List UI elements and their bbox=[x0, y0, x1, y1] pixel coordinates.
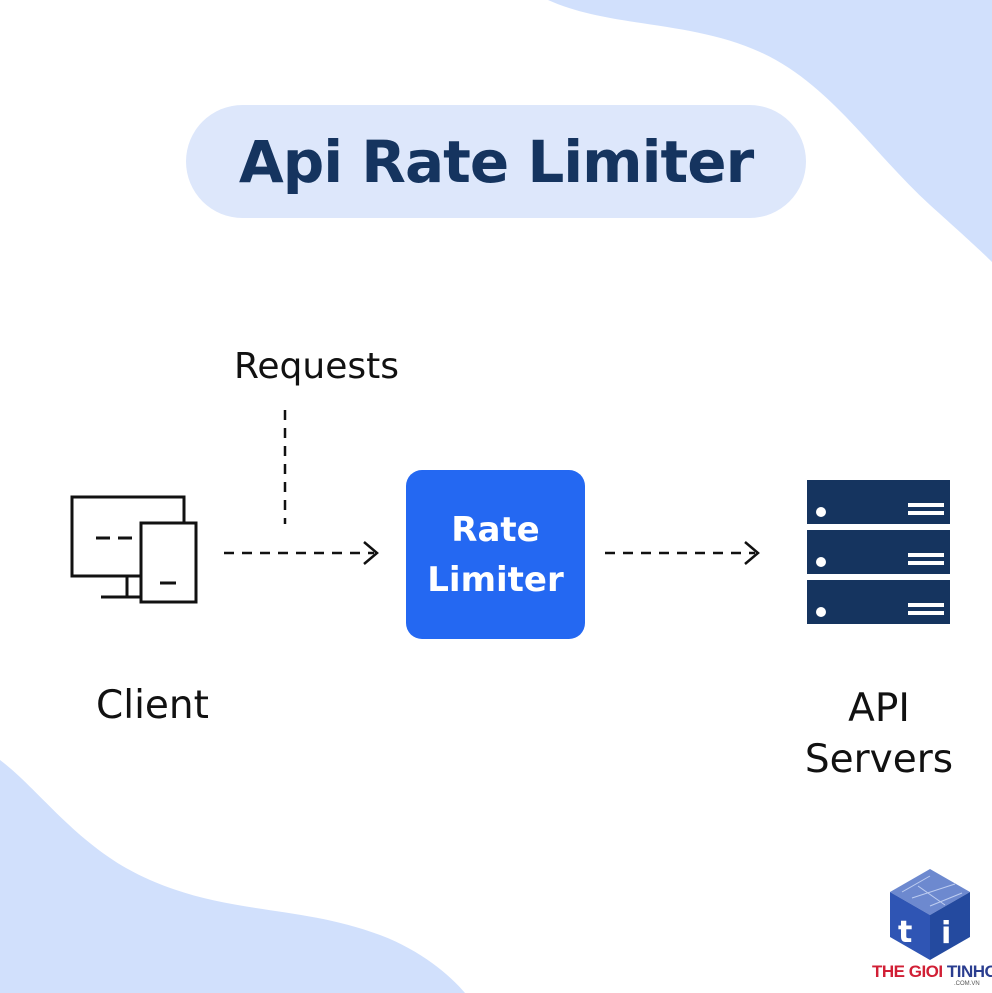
rate-limiter-label-line2: Limiter bbox=[427, 559, 564, 600]
logo-icon-letter-i: i bbox=[941, 916, 951, 951]
rate-limiter-label-line1: Rate bbox=[451, 509, 540, 550]
client-to-limiter-arrowhead bbox=[363, 541, 379, 565]
logo-wordmark-part1: THE GIOI bbox=[872, 962, 947, 981]
bottom-left-blob bbox=[0, 760, 465, 993]
logo-wordmark: THE GIOI TINHOC bbox=[872, 962, 992, 982]
client-label: Client bbox=[96, 683, 209, 728]
limiter-to-servers-arrowhead bbox=[744, 541, 760, 565]
api-servers-label-line2: Servers bbox=[804, 737, 954, 782]
server-unit-1 bbox=[807, 480, 950, 524]
logo-domain: .COM.VN bbox=[954, 981, 980, 987]
server-unit-3 bbox=[807, 580, 950, 624]
diagram-title: Api Rate Limiter bbox=[238, 127, 754, 196]
logo-wordmark-part2: TINHOC bbox=[946, 962, 992, 981]
api-servers-label-line1: API bbox=[848, 686, 910, 731]
logo-icon-letter-t: t bbox=[898, 915, 912, 950]
server-unit-2 bbox=[807, 530, 950, 574]
requests-label: Requests bbox=[234, 346, 399, 387]
title-pill: Api Rate Limiter bbox=[186, 105, 806, 218]
api-servers-label: API Servers bbox=[790, 683, 968, 785]
top-right-blob bbox=[548, 0, 992, 262]
rate-limiter-node: Rate Limiter bbox=[406, 470, 585, 639]
